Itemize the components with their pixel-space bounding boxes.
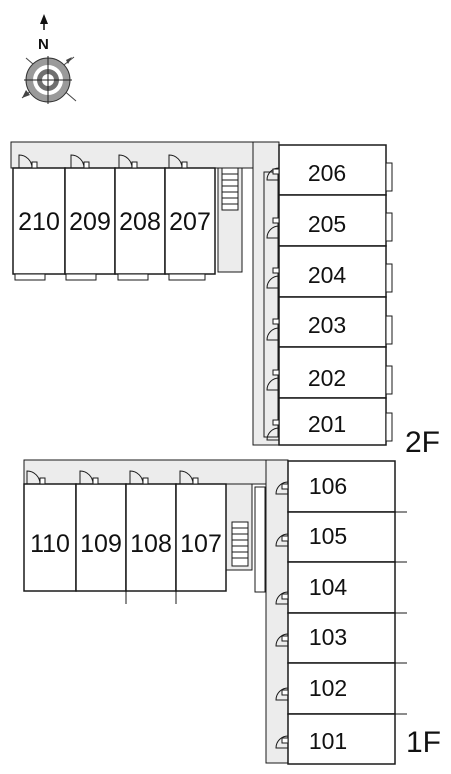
compass-rose-icon bbox=[21, 14, 77, 104]
unit-205[interactable]: 205 bbox=[278, 194, 387, 247]
corridor-2f-row bbox=[10, 141, 280, 169]
unit-number: 201 bbox=[308, 411, 346, 437]
corridor-2f-column bbox=[252, 141, 280, 446]
floor-2f: 210 209 208 207 bbox=[10, 141, 440, 459]
balconies-2f-column bbox=[385, 162, 393, 442]
unit-number: 205 bbox=[308, 211, 346, 237]
unit-number: 103 bbox=[309, 624, 347, 650]
unit-103[interactable]: 103 bbox=[287, 612, 396, 664]
unit-number: 206 bbox=[308, 160, 346, 186]
partition-ticks-1f bbox=[395, 511, 407, 715]
unit-202[interactable]: 202 bbox=[278, 346, 387, 399]
unit-203[interactable]: 203 bbox=[278, 296, 387, 348]
unit-number: 208 bbox=[119, 208, 161, 236]
unit-number: 105 bbox=[309, 523, 347, 549]
unit-209[interactable]: 209 bbox=[64, 167, 116, 275]
unit-number: 108 bbox=[130, 530, 172, 558]
floor-label-1f: 1F bbox=[406, 726, 441, 759]
unit-number: 204 bbox=[308, 262, 347, 288]
unit-number: 210 bbox=[18, 208, 60, 236]
unit-204[interactable]: 204 bbox=[278, 245, 387, 298]
door-icons-2f-row bbox=[18, 154, 188, 169]
unit-105[interactable]: 105 bbox=[287, 511, 396, 563]
unit-number: 209 bbox=[69, 208, 111, 236]
unit-number: 104 bbox=[309, 574, 348, 600]
door-icons-1f-row bbox=[26, 470, 199, 485]
floor-1f: 110 109 108 107 106 bbox=[23, 459, 441, 765]
unit-207[interactable]: 207 bbox=[164, 167, 216, 275]
unit-110[interactable]: 110 bbox=[23, 483, 77, 592]
unit-101[interactable]: 101 bbox=[287, 713, 396, 765]
unit-206[interactable]: 206 bbox=[278, 144, 387, 196]
unit-109[interactable]: 109 bbox=[75, 483, 127, 592]
unit-104[interactable]: 104 bbox=[287, 561, 396, 614]
door-icons-1f-column bbox=[275, 481, 289, 749]
unit-108[interactable]: 108 bbox=[125, 483, 177, 592]
unit-number: 202 bbox=[308, 365, 346, 391]
unit-number: 110 bbox=[30, 530, 70, 558]
unit-208[interactable]: 208 bbox=[114, 167, 166, 275]
corridor-1f-column bbox=[265, 459, 289, 764]
floor-label-2f: 2F bbox=[405, 426, 440, 459]
unit-number: 203 bbox=[308, 312, 346, 338]
unit-number: 107 bbox=[180, 530, 222, 558]
unit-210[interactable]: 210 bbox=[12, 167, 66, 275]
unit-107[interactable]: 107 bbox=[175, 483, 227, 592]
corridor-rail bbox=[263, 171, 279, 438]
unit-number: 207 bbox=[169, 208, 211, 236]
north-label: N bbox=[38, 36, 49, 53]
balconies-2f-row bbox=[14, 273, 206, 281]
unit-106[interactable]: 106 bbox=[287, 460, 396, 513]
unit-number: 109 bbox=[80, 530, 122, 558]
partition-lines-1f bbox=[125, 591, 177, 604]
unit-number: 102 bbox=[309, 675, 347, 701]
unit-number: 106 bbox=[309, 473, 347, 499]
corridor-1f-row bbox=[23, 459, 289, 485]
unit-number: 101 bbox=[309, 728, 347, 754]
corridor-post bbox=[254, 486, 266, 593]
stairs-2f bbox=[221, 167, 239, 211]
unit-201[interactable]: 201 bbox=[278, 397, 387, 446]
stairs-1f bbox=[231, 521, 249, 567]
unit-102[interactable]: 102 bbox=[287, 662, 396, 715]
compass: N bbox=[21, 14, 77, 104]
door-icons-2f-column bbox=[266, 167, 280, 441]
